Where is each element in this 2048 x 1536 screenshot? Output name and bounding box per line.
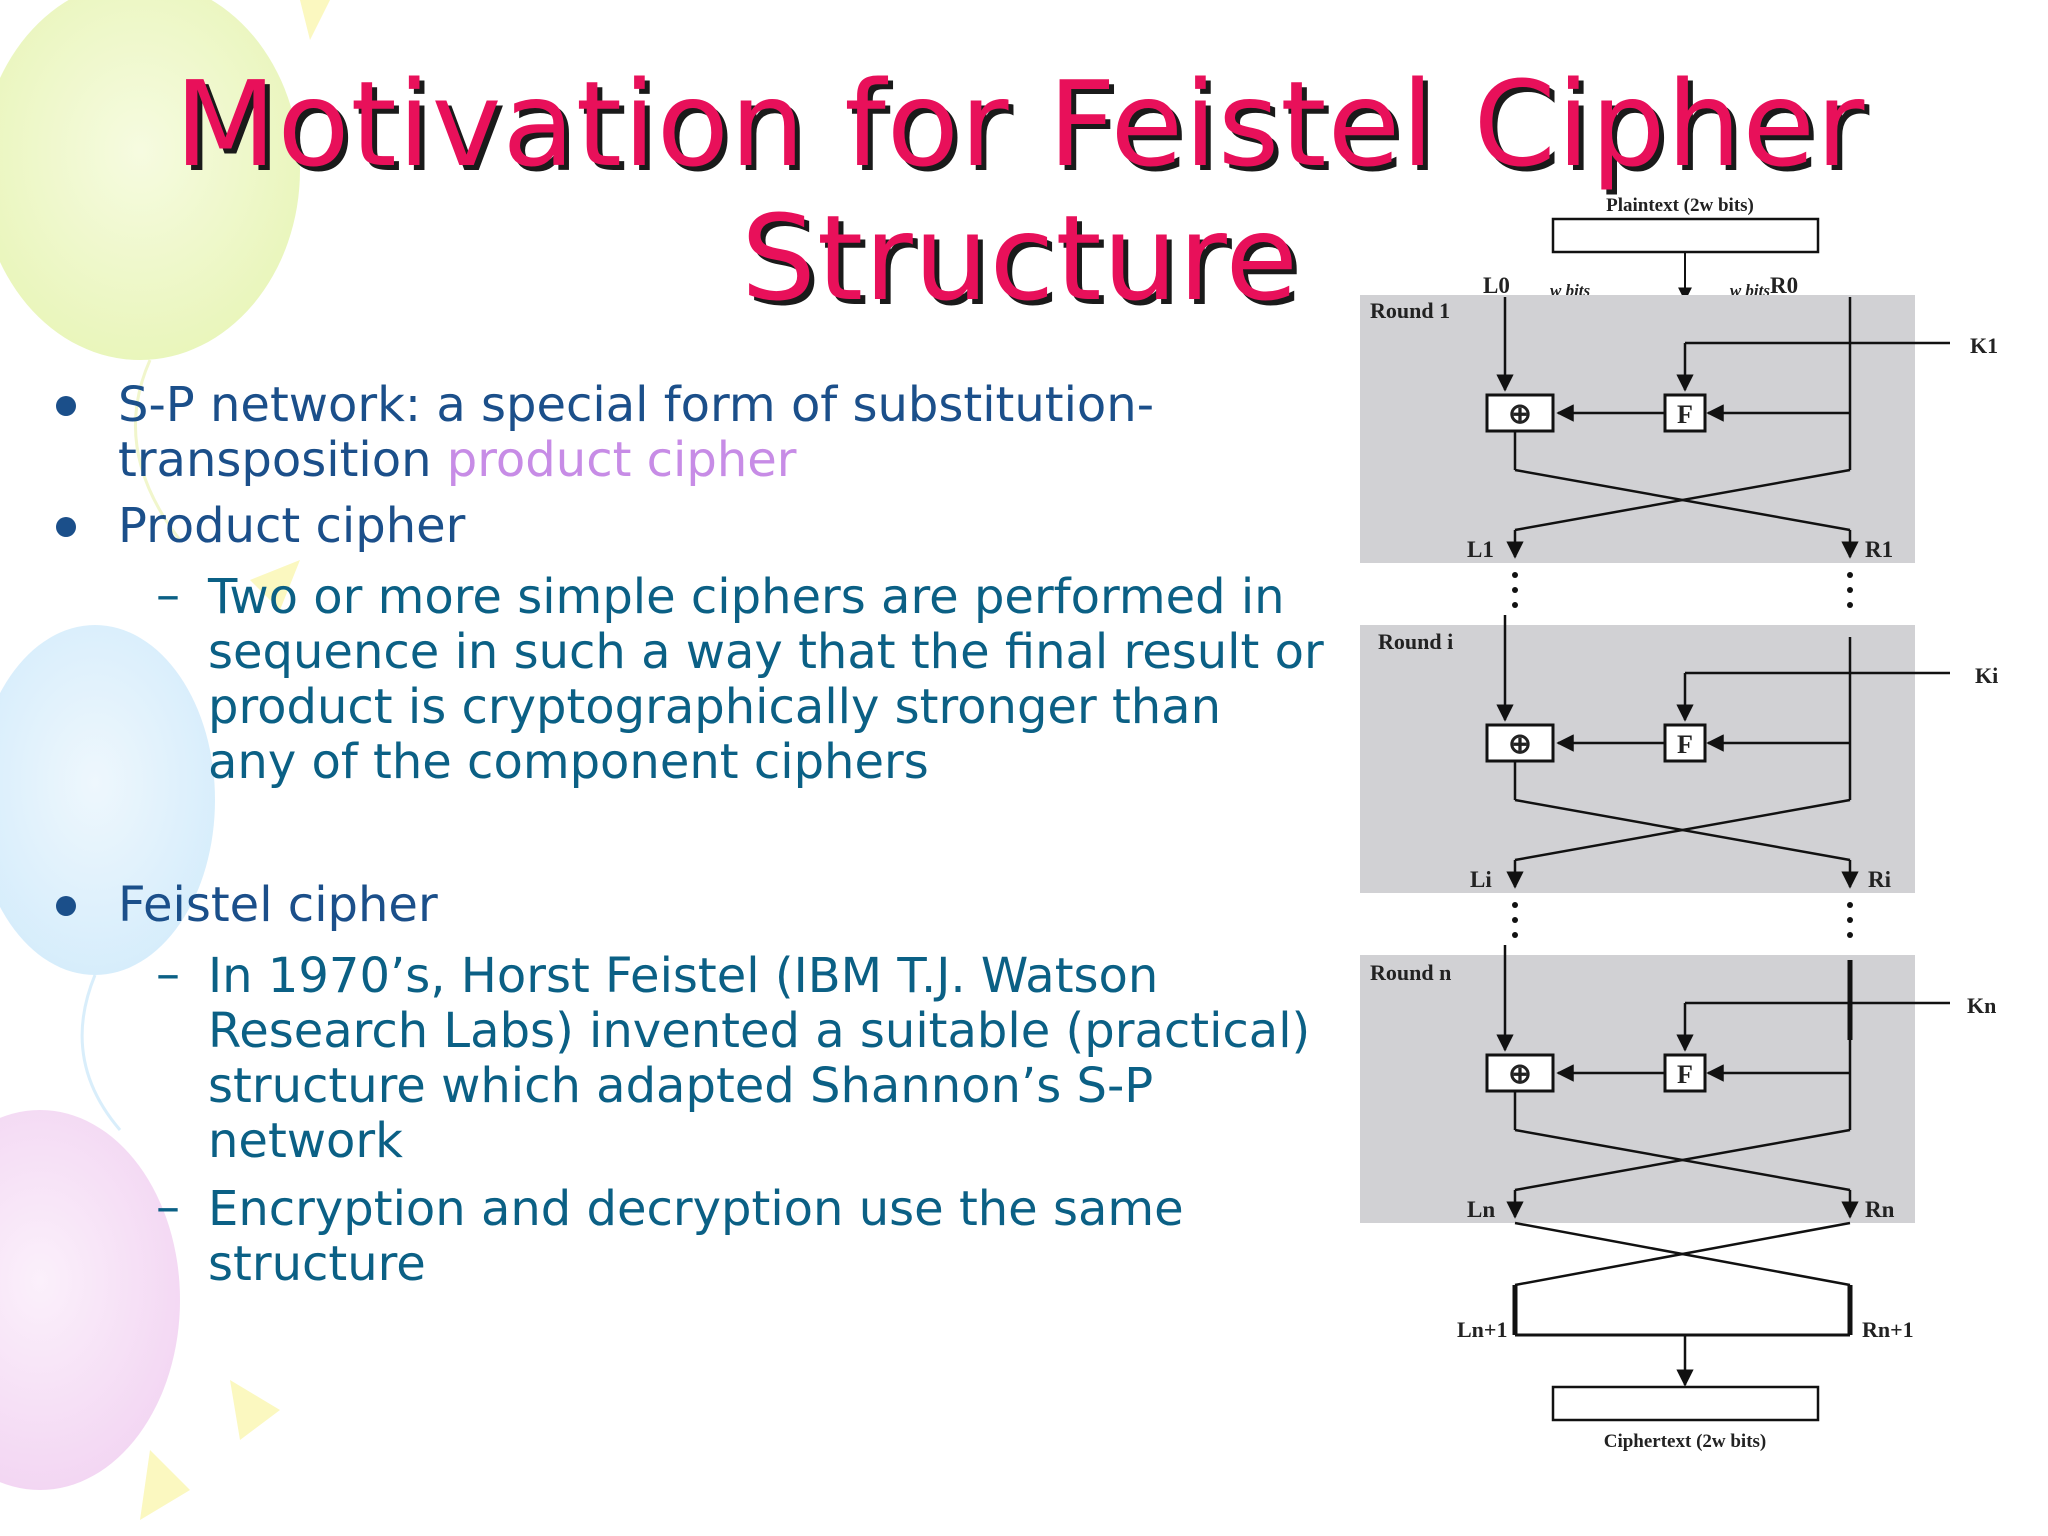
sub-encryption-decryption: Encryption and decryption use the same s… <box>208 1182 1328 1292</box>
f-label: F <box>1677 1060 1693 1089</box>
label-ln-plus-1: Ln+1 <box>1457 1317 1507 1342</box>
xor-icon: ⊕ <box>1508 399 1531 430</box>
xor-icon: ⊕ <box>1508 729 1531 760</box>
sub-line: product is cryptographically stronger th… <box>208 679 1222 735</box>
sub-dash: – <box>156 1179 180 1235</box>
f-function-box <box>1663 723 1707 763</box>
xor-icon: ⊕ <box>1508 1059 1531 1090</box>
bullet-sp-network: S-P network: a special form of substitut… <box>118 378 1338 488</box>
bullet-text: S-P network: a special form of substitut… <box>118 377 1155 433</box>
xor-box <box>1485 393 1555 433</box>
page-title-line2: Structure <box>741 189 1299 327</box>
sub-line: Encryption and decryption use the same <box>208 1181 1184 1237</box>
bullet-dot <box>56 896 76 916</box>
label-li: Li <box>1470 867 1492 892</box>
round-1-label: Round 1 <box>1370 298 1450 323</box>
ciphertext-box <box>1551 1385 1820 1422</box>
sub-line: Research Labs) invented a suitable (prac… <box>208 1003 1311 1059</box>
sub-line: any of the component ciphers <box>208 734 929 790</box>
sub-dash: – <box>156 567 180 623</box>
sub-dash: – <box>156 946 180 1002</box>
round-i: Round i F ⊕ <box>1360 615 1950 893</box>
ellipsis-dots-2 <box>1512 902 1853 938</box>
label-r1: R1 <box>1865 537 1893 562</box>
label-rn-plus-1: Rn+1 <box>1862 1317 1914 1342</box>
round-i-label: Round i <box>1378 629 1453 654</box>
sub-line: structure which adapted Shannon’s S-P <box>208 1058 1154 1114</box>
product-cipher-link[interactable]: product cipher <box>446 432 797 488</box>
bullet-product-cipher: Product cipher <box>118 498 466 554</box>
sub-line: structure <box>208 1236 426 1292</box>
f-label: F <box>1677 400 1693 429</box>
sub-line: network <box>208 1113 403 1169</box>
key-kn: Kn <box>1967 993 1996 1018</box>
bullet-dot <box>56 517 76 537</box>
key-k1: K1 <box>1970 333 1998 358</box>
round-1: Round 1 F ⊕ <box>1360 295 1950 563</box>
bullet-feistel-cipher: Feistel cipher <box>118 877 438 933</box>
label-r0: R0 <box>1770 273 1798 298</box>
label-l1: L1 <box>1467 537 1494 562</box>
plaintext-label: Plaintext (2w bits) <box>1606 195 1754 216</box>
f-label: F <box>1677 730 1693 759</box>
sub-feistel-history: In 1970’s, Horst Feistel (IBM T.J. Watso… <box>208 949 1328 1169</box>
key-ki: Ki <box>1975 663 1998 688</box>
round-n: Round n F ⊕ <box>1360 945 1950 1223</box>
plaintext-box <box>1551 217 1820 254</box>
ciphertext-label: Ciphertext (2w bits) <box>1604 1431 1767 1452</box>
sub-line: Two or more simple ciphers are performed… <box>208 569 1285 625</box>
page-title-line1: Motivation for Feistel Cipher <box>174 55 1866 193</box>
bullet-text-cont: transposition <box>118 432 447 488</box>
label-l0: L0 <box>1483 273 1510 298</box>
bullet-dot <box>56 396 76 416</box>
label-ln: Ln <box>1467 1197 1495 1222</box>
label-ri: Ri <box>1868 867 1892 892</box>
sub-line: In 1970’s, Horst Feistel (IBM T.J. Watso… <box>208 948 1159 1004</box>
round-n-label: Round n <box>1370 960 1451 985</box>
feistel-diagram: Plaintext (2w bits) L0 R0 w bits w bits … <box>1360 195 1998 1452</box>
sub-product-cipher-description: Two or more simple ciphers are performed… <box>208 570 1328 790</box>
sub-line: sequence in such a way that the final re… <box>208 624 1324 680</box>
xor-box <box>1485 723 1555 763</box>
ellipsis-dots-1 <box>1512 572 1853 608</box>
label-rn: Rn <box>1865 1197 1895 1222</box>
xor-box <box>1485 1053 1555 1093</box>
